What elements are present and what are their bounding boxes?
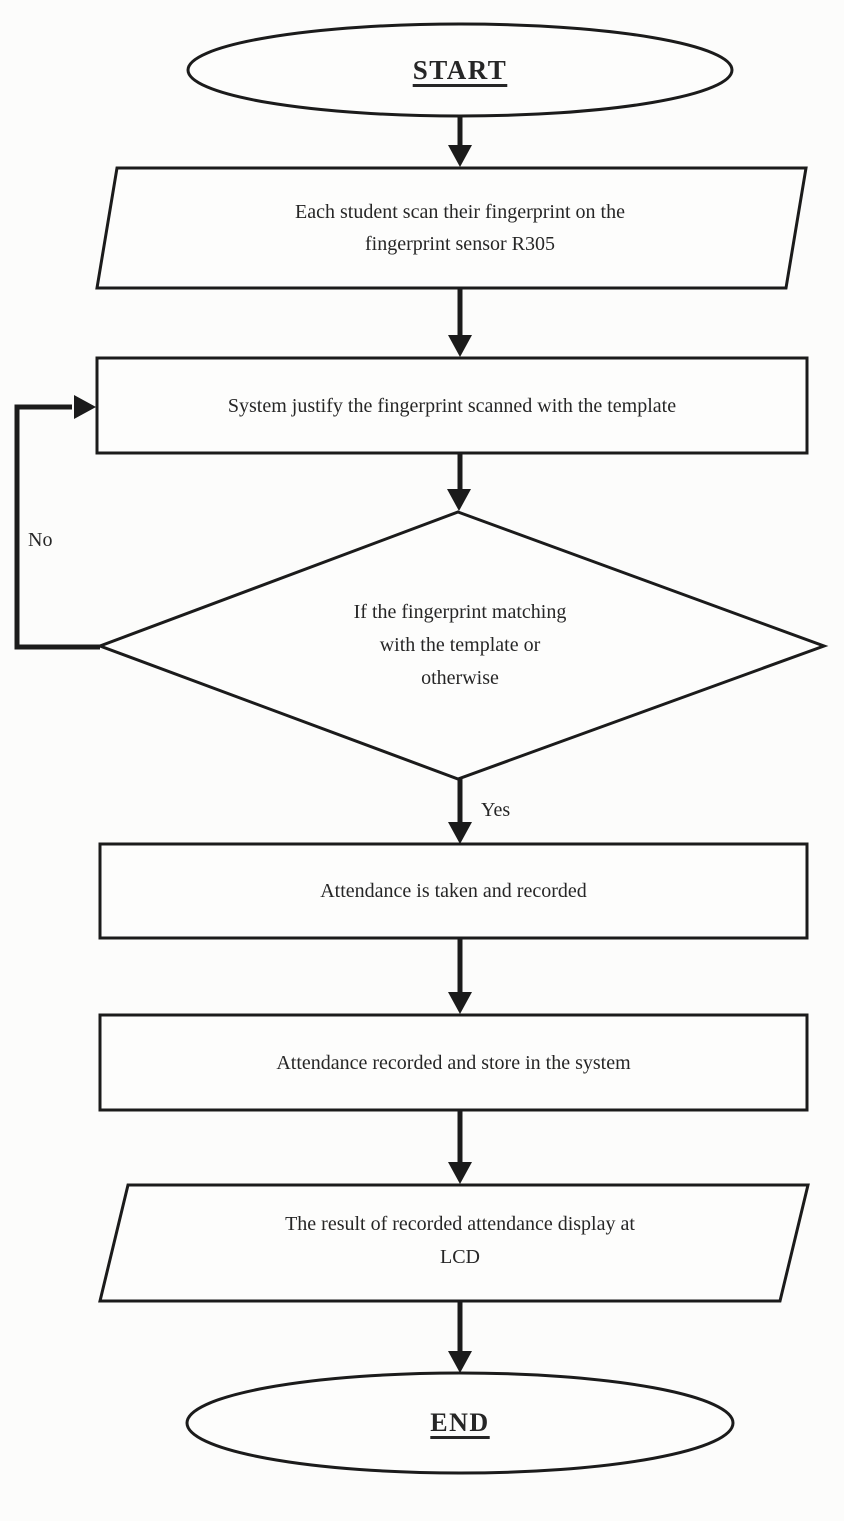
arrowhead-taken-to-stored [448,992,472,1014]
scan-label-line2: fingerprint sensor R305 [365,233,555,255]
taken-label: Attendance is taken and recorded [320,880,587,902]
decision-label-line1: If the fingerprint matching [353,601,567,623]
decision-diamond-shape [95,510,829,781]
decision-label-line2: with the template or [379,634,541,656]
yes-branch-label: Yes [481,799,511,821]
arrowhead-yes-branch [448,822,472,844]
decision-node-label-box: If the fingerprint matching with the tem… [230,596,690,695]
scan-label-line1: Each student scan their fingerprint on t… [295,201,625,223]
arrowhead-no-loop [74,395,96,419]
stored-node-label-box: Attendance recorded and store in the sys… [100,1015,807,1110]
connector-no-loop [14,404,100,650]
display-label-line1: The result of recorded attendance displa… [285,1213,635,1235]
taken-node-label-box: Attendance is taken and recorded [100,844,807,938]
start-node-label-box: START [187,23,733,117]
arrowhead-display-to-end [448,1351,472,1373]
display-node-label-box: The result of recorded attendance displa… [150,1208,770,1274]
arrowhead-stored-to-display [448,1162,472,1184]
arrowhead-scan-to-justify [448,335,472,357]
scan-parallelogram-shape [95,166,808,290]
start-terminator-shape [186,22,734,118]
end-node-label-box: END [187,1373,733,1473]
stored-process-shape [98,1013,809,1112]
justify-process-shape [95,356,809,455]
arrowhead-start-to-scan [448,145,472,167]
justify-label: System justify the fingerprint scanned w… [227,394,677,417]
scan-node-label-box: Each student scan their fingerprint on t… [150,196,770,260]
taken-process-shape [98,842,809,940]
start-label: START [412,55,508,85]
end-label: END [430,1408,490,1437]
end-terminator-shape [185,1371,735,1475]
stored-label: Attendance recorded and store in the sys… [276,1051,631,1074]
display-parallelogram-shape [98,1183,810,1303]
no-branch-label: No [28,529,53,551]
display-label-line2: LCD [440,1246,480,1268]
decision-label-line3: otherwise [421,667,499,689]
justify-node-label-box: System justify the fingerprint scanned w… [97,358,807,453]
arrowhead-justify-to-decision [447,489,471,511]
